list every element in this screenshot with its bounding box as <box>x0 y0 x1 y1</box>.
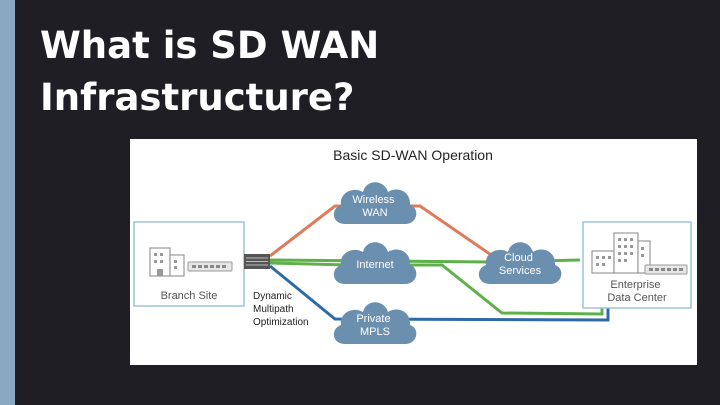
title-line-2: Infrastructure? <box>40 76 355 119</box>
svg-text:Internet: Internet <box>356 259 393 271</box>
building-icon <box>149 247 185 277</box>
sdwan-diagram: Basic SD-WAN Operation <box>130 139 697 365</box>
cloud-private-mpls: Private MPLS <box>333 302 417 344</box>
router-icon <box>644 264 688 275</box>
branch-site-label: Branch Site <box>161 290 218 302</box>
svg-text:Cloud Services: Cloud Services <box>499 252 542 277</box>
router-icon <box>187 261 233 272</box>
dmo-label: Dynamic Multipath Optimization <box>253 291 309 328</box>
slide-title: What is SD WAN Infrastructure? <box>40 20 700 124</box>
cloud-wireless-wan: Wireless WAN <box>333 182 417 224</box>
accent-bar <box>0 0 15 405</box>
svg-text:Wireless WAN: Wireless WAN <box>352 194 397 219</box>
title-line-1: What is SD WAN <box>40 24 380 67</box>
building-icon <box>591 232 651 274</box>
cloud-internet: Internet <box>333 242 417 284</box>
enterprise-dc-label: Enterprise Data Center <box>607 279 667 304</box>
svg-text:Private MPLS: Private MPLS <box>356 313 393 338</box>
diagram-heading: Basic SD-WAN Operation <box>333 147 493 163</box>
cloud-services: Cloud Services <box>478 242 562 284</box>
